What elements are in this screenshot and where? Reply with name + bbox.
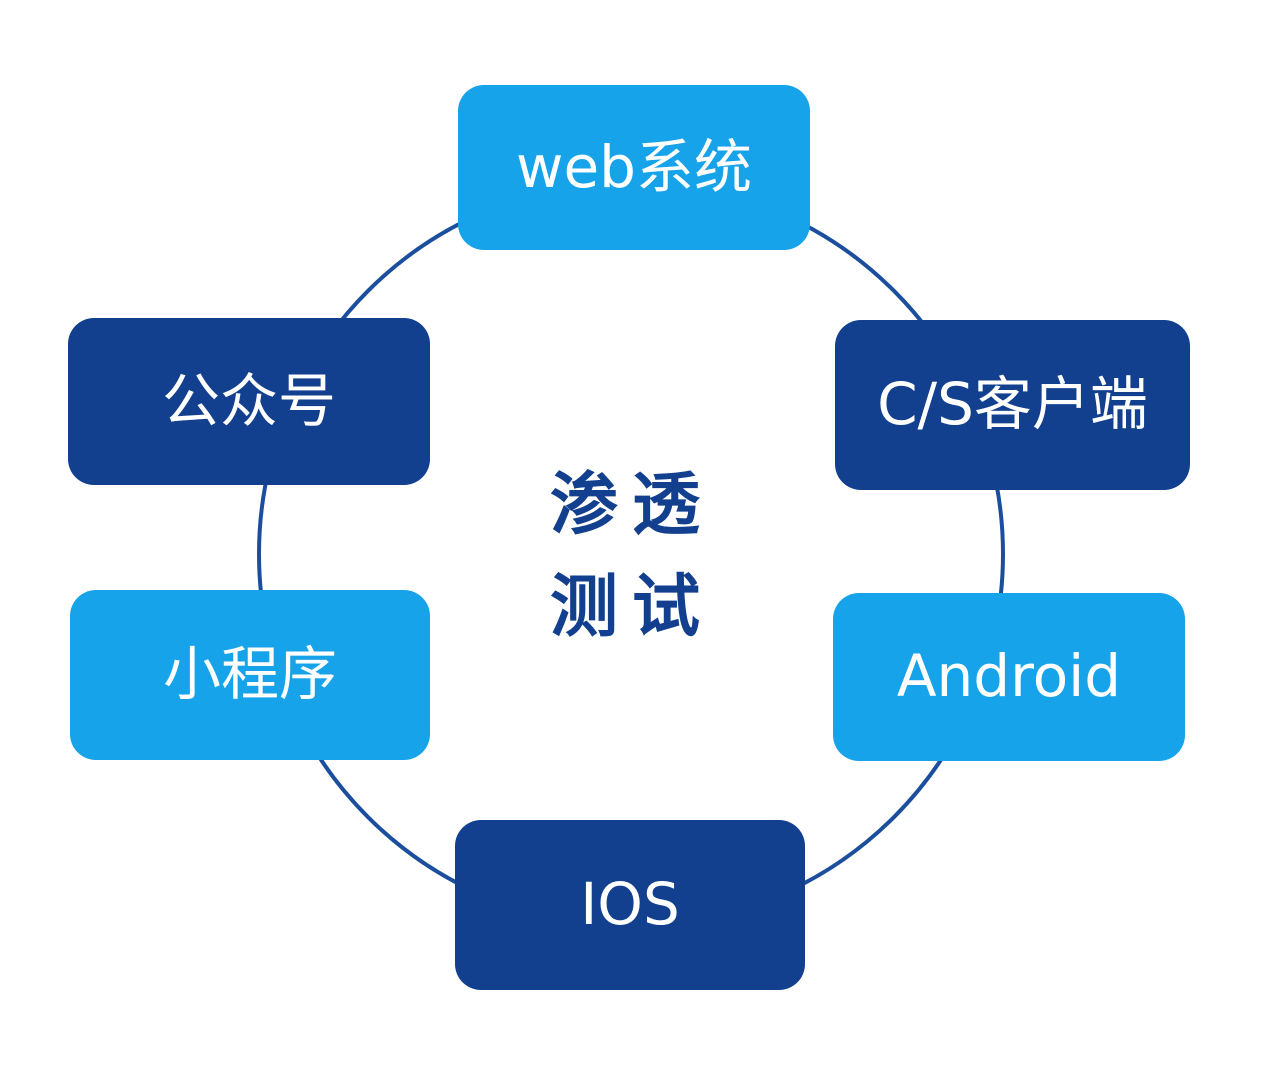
diagram-center-title: 渗透 测试 [432,455,832,659]
center-title-line2: 测试 [549,568,714,647]
node-web-system-label: web系统 [516,132,752,201]
node-mini-program: 小程序 [70,590,430,760]
node-ios: IOS [455,820,805,990]
node-official-account: 公众号 [68,318,430,485]
node-ios-label: IOS [580,870,680,939]
node-cs-client-label: C/S客户端 [877,370,1148,439]
node-web-system: web系统 [458,85,810,250]
center-title-line1: 渗透 [549,466,714,545]
node-android: Android [833,593,1185,761]
node-official-account-label: 公众号 [161,366,336,435]
node-mini-program-label: 小程序 [162,640,337,709]
node-cs-client: C/S客户端 [835,320,1190,490]
node-android-label: Android [896,642,1122,711]
